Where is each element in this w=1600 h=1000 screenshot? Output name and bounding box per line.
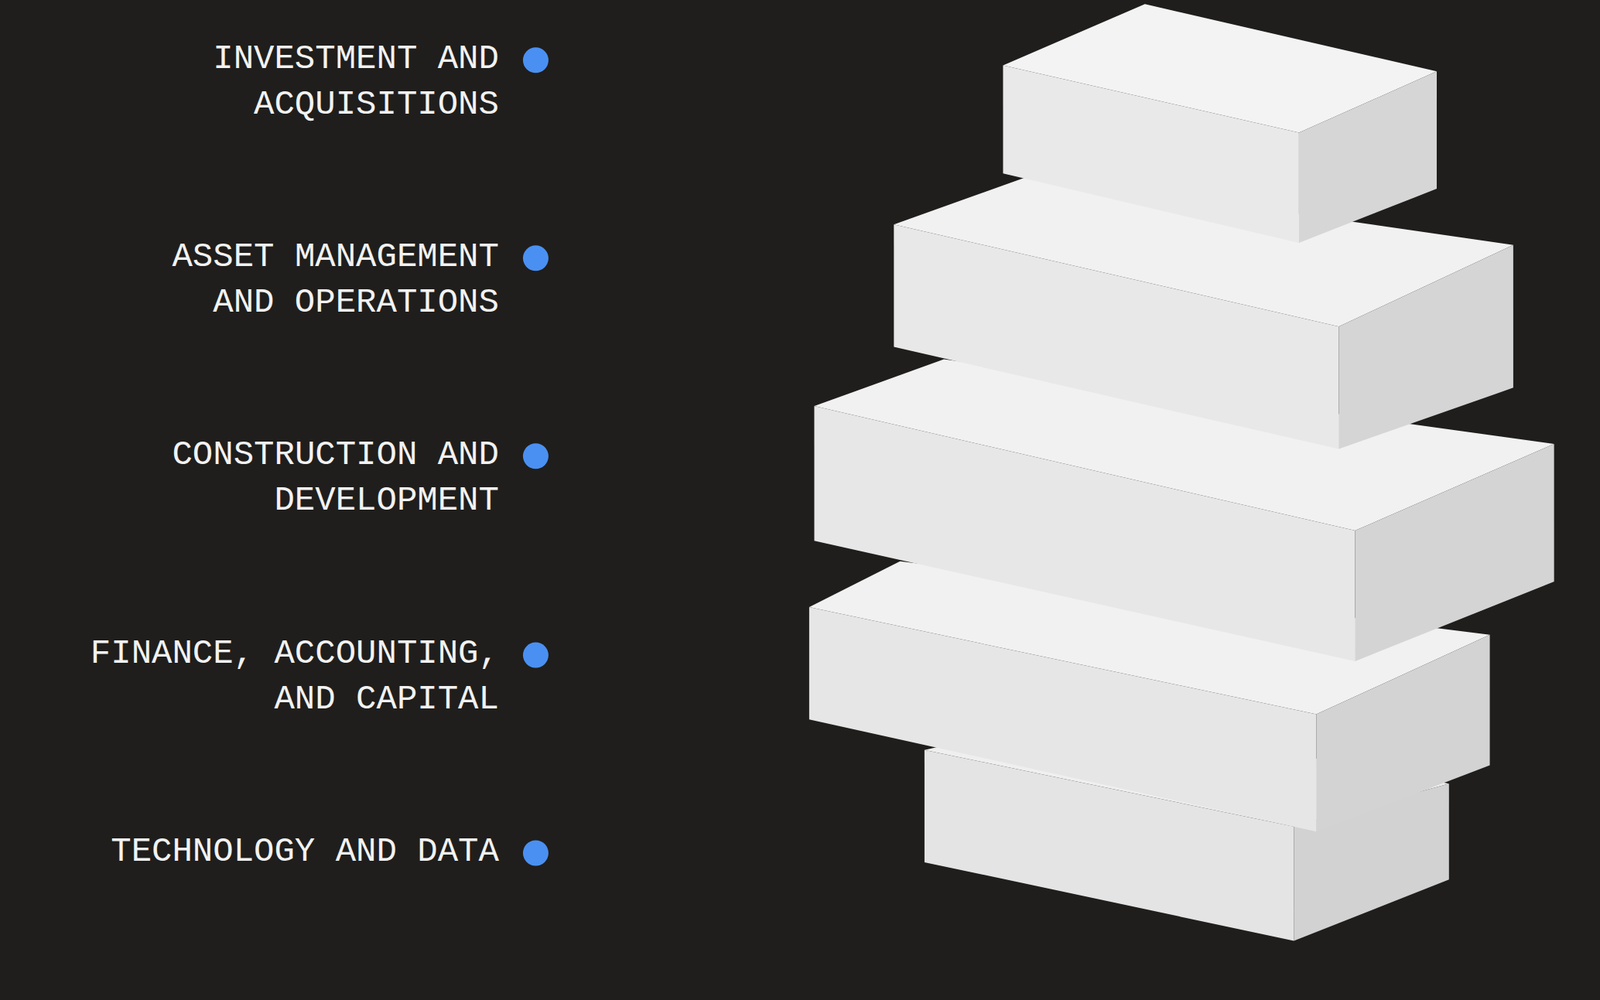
block [1002,3,1437,243]
side-label: ASSET MANAGEMENT AND OPERATIONS [158,234,500,326]
side-label: FINANCE, ACCOUNTING, AND CAPITAL [65,631,500,723]
marker-dots [523,47,549,866]
side-label: CONSTRUCTION AND DEVELOPMENT [158,432,500,524]
side-label: TECHNOLOGY AND DATA [65,829,500,876]
side-label: INVESTMENT AND ACQUISITIONS [158,36,500,128]
